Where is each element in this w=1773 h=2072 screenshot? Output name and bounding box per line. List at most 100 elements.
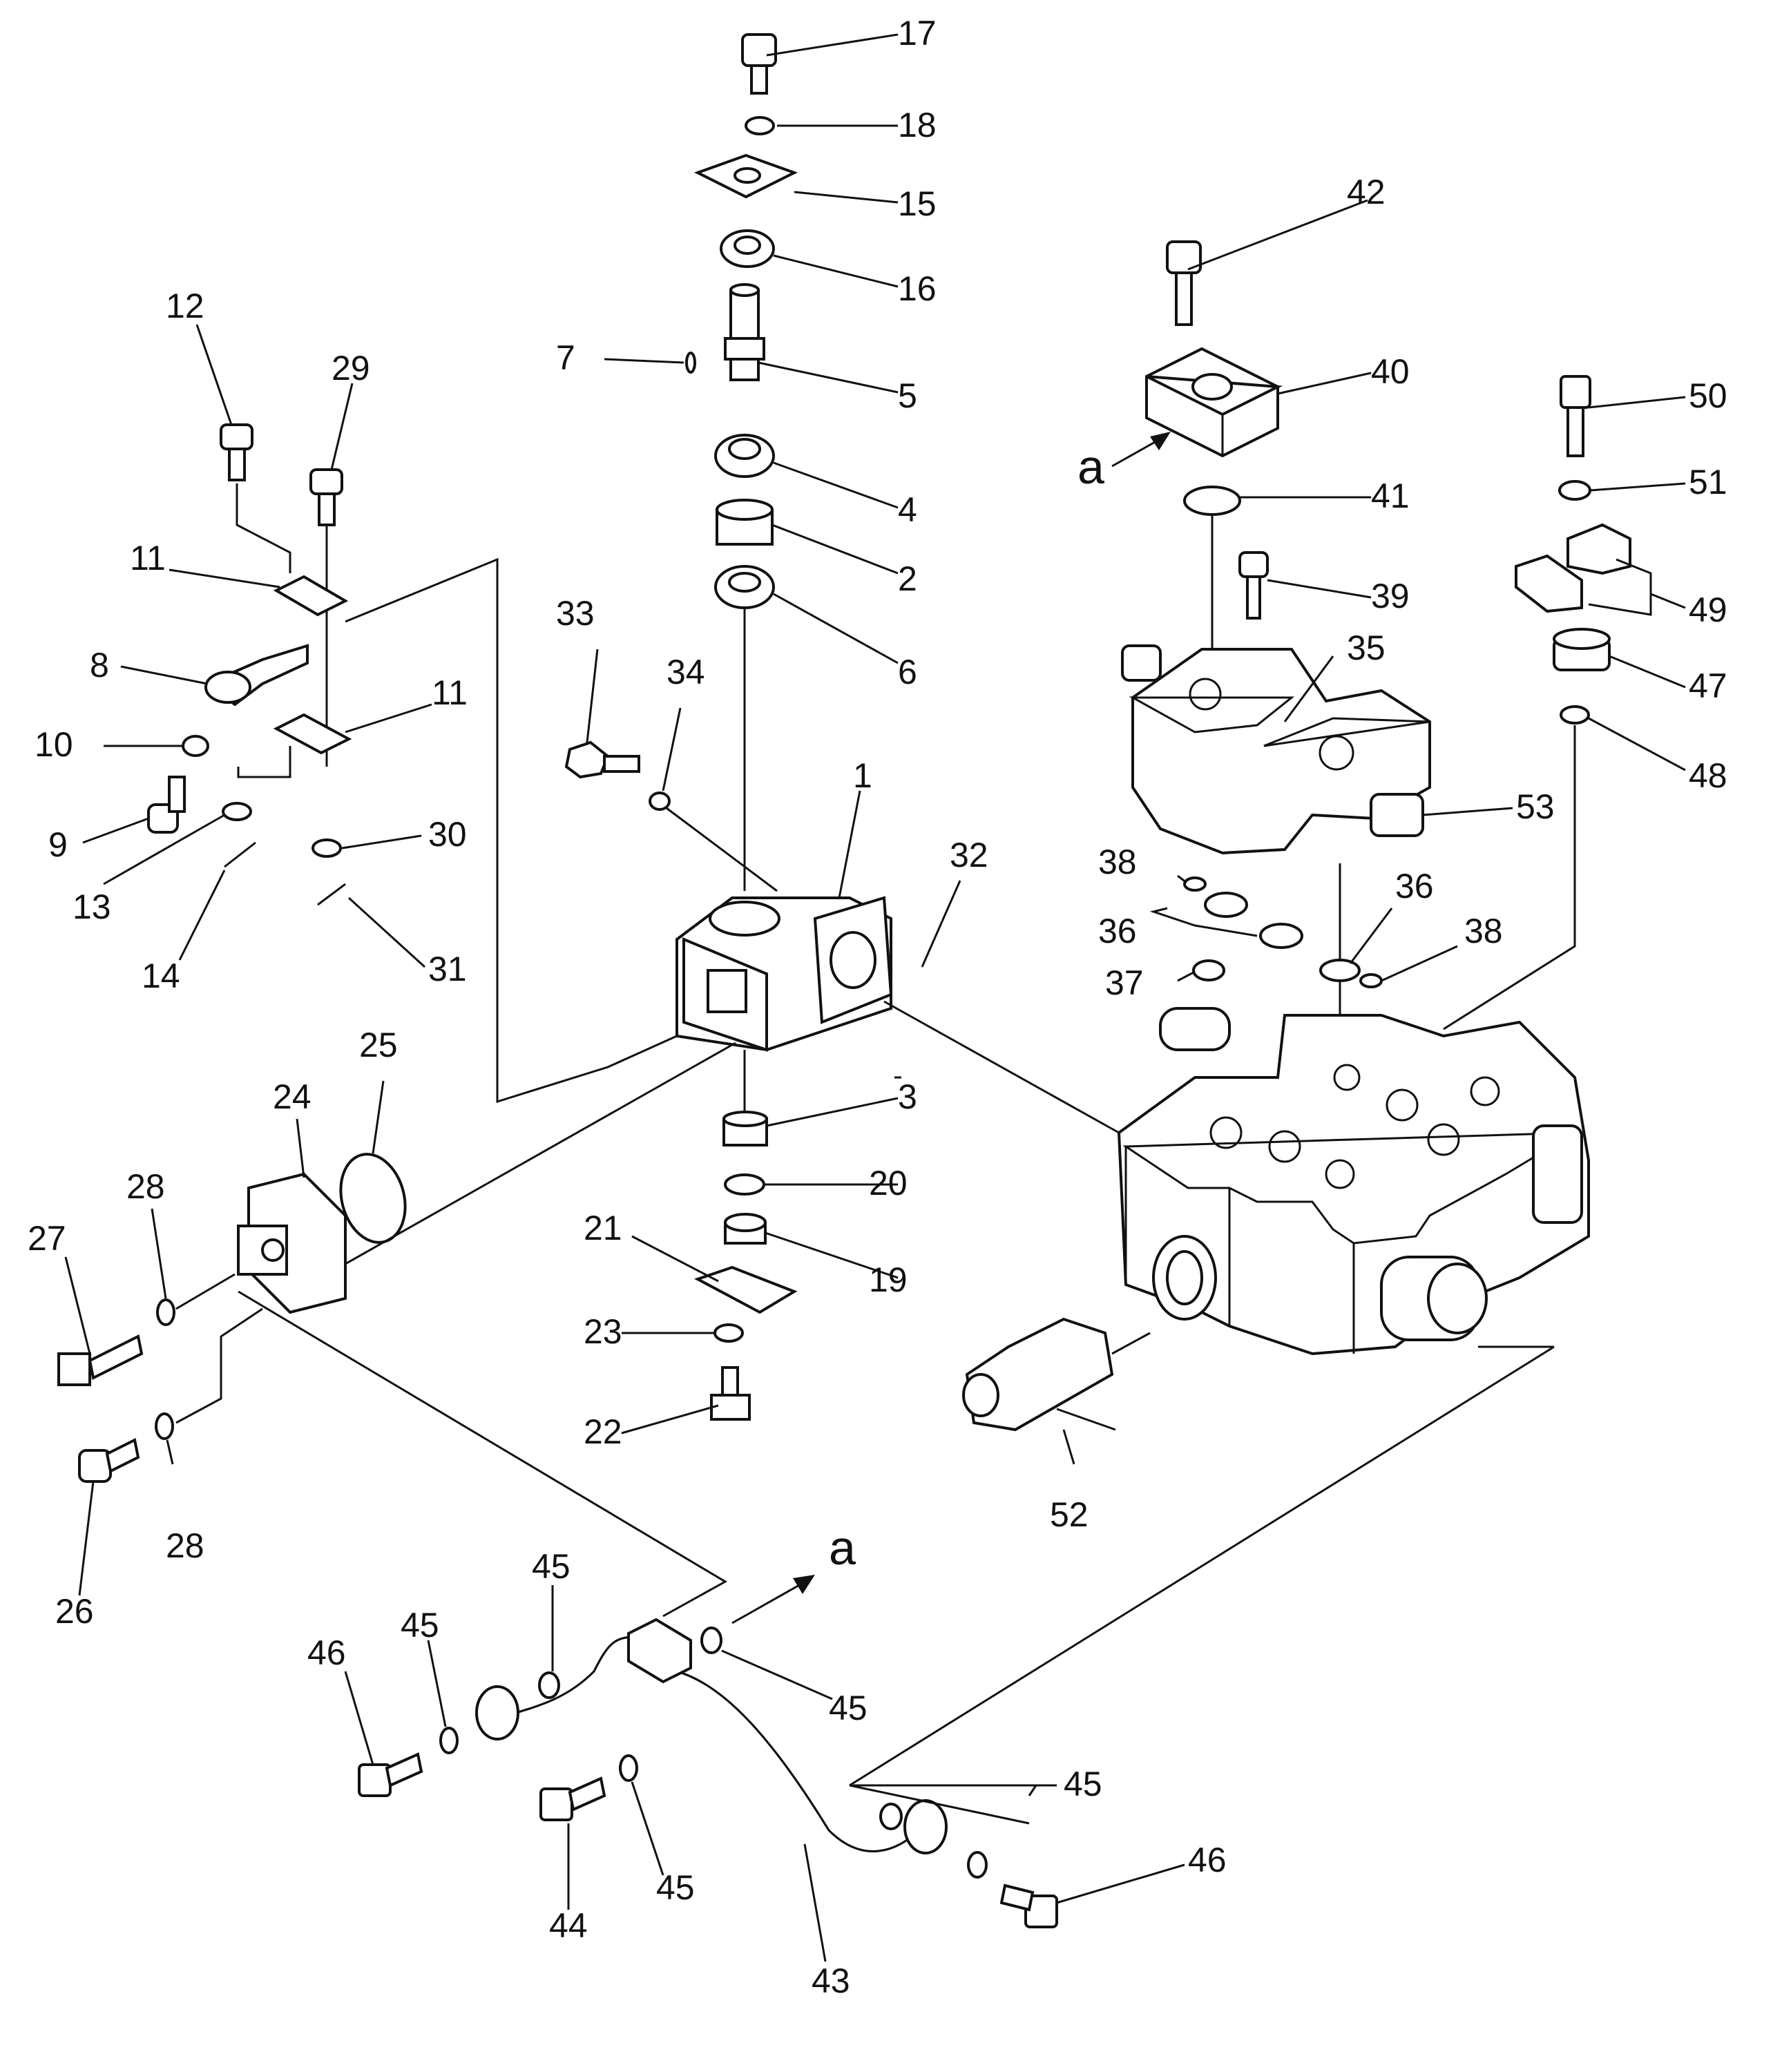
part-46-bolt-right — [999, 1883, 1058, 1928]
part-38-o-ring-right — [1359, 973, 1383, 988]
part-22-bolt — [710, 1366, 751, 1421]
label-40: 40 — [1371, 352, 1410, 391]
label-8: 8 — [90, 646, 109, 684]
label-48: 48 — [1689, 756, 1727, 795]
label-52: 52 — [1050, 1495, 1089, 1534]
part-24-cover — [237, 1172, 347, 1314]
part-15-plate — [693, 153, 798, 199]
label-51: 51 — [1689, 463, 1727, 501]
label-50: 50 — [1689, 376, 1727, 415]
label-43: 43 — [812, 1961, 850, 2000]
part-53-plug — [1370, 793, 1424, 837]
label-7: 7 — [556, 338, 575, 377]
part-52-relief-valve — [962, 1317, 1151, 1432]
label-49: 49 — [1689, 591, 1727, 629]
shaft-stack — [675, 33, 893, 1421]
part-37-o-ring — [1192, 959, 1225, 981]
part-6-seal — [714, 565, 775, 609]
part-4-bearing — [714, 434, 775, 478]
part-45-o-ring-c — [700, 1627, 722, 1654]
part-28-washer-lower — [155, 1412, 174, 1440]
part-38-o-ring-left — [1183, 876, 1207, 892]
label-33: 33 — [556, 594, 595, 633]
part-21-plate — [693, 1265, 798, 1314]
label-39: 39 — [1371, 577, 1410, 615]
label-38-right: 38 — [1464, 912, 1503, 950]
label-15: 15 — [898, 184, 937, 223]
label-20: 20 — [869, 1164, 908, 1202]
label-37: 37 — [1105, 963, 1144, 1002]
view-arrow-upper — [1111, 432, 1171, 468]
part-42-bolt — [1166, 240, 1202, 326]
label-29: 29 — [332, 349, 370, 387]
label-1: 1 — [853, 756, 872, 795]
part-36-o-ring-upper — [1204, 892, 1248, 918]
label-32: 32 — [950, 836, 988, 874]
label-28-upper: 28 — [126, 1167, 165, 1206]
part-43-hose — [475, 1618, 948, 1854]
part-47-plug — [1553, 628, 1611, 671]
part-45-o-ring-d — [619, 1754, 638, 1782]
label-41: 41 — [1371, 477, 1410, 515]
part-13-washer — [222, 802, 252, 821]
part-29-pin — [309, 468, 343, 526]
label-12: 12 — [166, 287, 204, 325]
label-21: 21 — [584, 1209, 622, 1247]
label-44: 44 — [549, 1906, 588, 1945]
part-16-seal — [720, 229, 775, 268]
label-22: 22 — [584, 1412, 622, 1451]
valve-side-cap — [1380, 1256, 1488, 1341]
part-31-cotter-pin — [317, 883, 346, 906]
label-16: 16 — [898, 269, 937, 308]
part-14-cotter-pin — [224, 841, 256, 868]
label-3: 3 — [898, 1077, 917, 1116]
part-44-bolt — [539, 1776, 606, 1821]
part-46-bolt-left — [358, 1752, 423, 1797]
part-36-o-ring-lower — [1259, 923, 1303, 949]
label-45-b: 45 — [401, 1606, 439, 1644]
label-31: 31 — [428, 950, 467, 988]
part-48-o-ring — [1560, 705, 1590, 725]
label-35: 35 — [1347, 629, 1386, 667]
part-3-needle-bearing — [722, 1111, 768, 1147]
label-9: 9 — [48, 825, 68, 864]
part-2-needle-bearing — [716, 499, 774, 546]
label-19: 19 — [869, 1260, 908, 1299]
label-2: 2 — [898, 559, 917, 598]
label-11-upper: 11 — [130, 539, 166, 577]
label-view-a-upper: a — [1077, 440, 1104, 494]
part-33-bolt — [564, 740, 640, 779]
label-46-right: 46 — [1188, 1841, 1227, 1879]
part-11-plate-upper — [273, 575, 349, 617]
part-39-bolt — [1238, 551, 1269, 620]
part-23-washer — [713, 1323, 744, 1343]
label-14: 14 — [142, 957, 180, 995]
label-45-a: 45 — [532, 1547, 571, 1586]
label-30: 30 — [428, 815, 467, 854]
part-5-shaft — [724, 283, 765, 381]
part-50-bolt — [1560, 375, 1591, 457]
linkage-cluster — [147, 423, 678, 1104]
part-49-split-flange — [1515, 523, 1652, 616]
label-25: 25 — [359, 1026, 398, 1064]
label-17: 17 — [898, 14, 937, 52]
label-11-lower: 11 — [432, 673, 468, 712]
label-36-right: 36 — [1395, 867, 1434, 905]
label-26: 26 — [55, 1592, 94, 1631]
part-34-washer — [649, 792, 671, 811]
label-34: 34 — [667, 653, 705, 691]
part-40-block — [1145, 347, 1283, 458]
label-24: 24 — [273, 1077, 312, 1116]
label-46-left: 46 — [307, 1633, 346, 1672]
part-1-housing — [675, 896, 893, 1052]
part-7-key — [685, 352, 696, 374]
label-10: 10 — [35, 725, 73, 764]
part-12-pin — [220, 423, 253, 481]
label-45-c: 45 — [829, 1689, 868, 1727]
label-47: 47 — [1689, 666, 1727, 705]
part-8-lever — [204, 644, 309, 707]
label-6: 6 — [898, 653, 917, 691]
part-19-plug — [724, 1213, 767, 1245]
label-view-a-lower: a — [829, 1521, 856, 1575]
